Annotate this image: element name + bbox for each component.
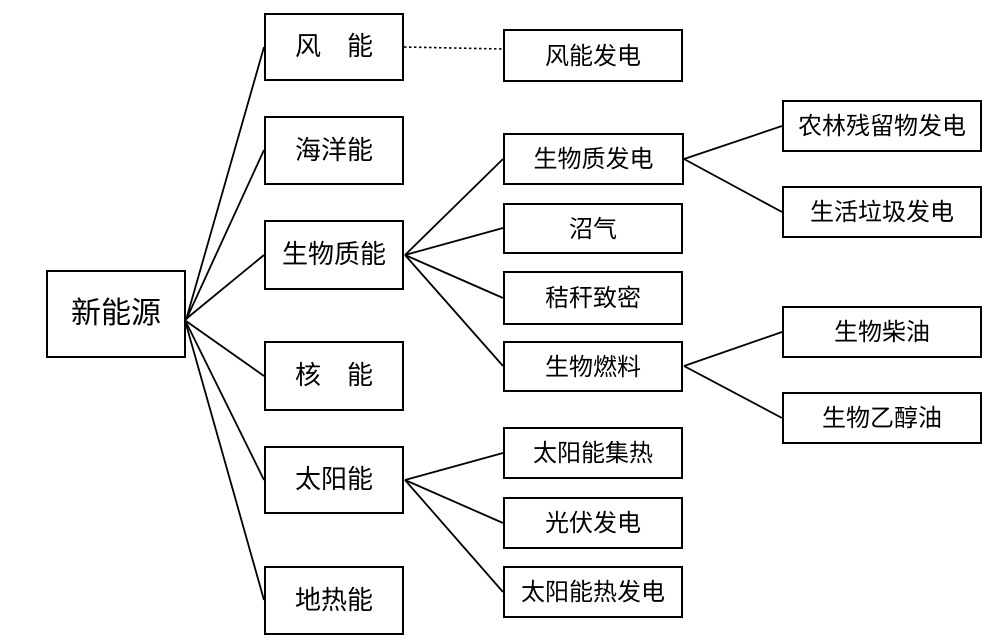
edge-biopower-waste [683, 158, 783, 213]
edge-root-solar [185, 321, 265, 481]
node-wind-energy: 风 能 [264, 13, 404, 81]
node-biomass-power: 生物质发电 [503, 133, 684, 185]
edge-biomass-straw [404, 254, 504, 299]
node-bioethanol-oil: 生物乙醇油 [782, 392, 982, 444]
edge-biomass-biopower [404, 158, 504, 256]
node-nuclear-energy: 核 能 [264, 341, 404, 411]
edge-root-nuclear [185, 320, 265, 377]
edge-biopower-agro [683, 125, 783, 160]
node-solar-energy: 太阳能 [264, 446, 404, 514]
node-solar-thermal-power: 太阳能热发电 [503, 566, 683, 618]
edge-root-wind [185, 46, 265, 321]
node-straw-densification: 秸秆致密 [503, 271, 683, 325]
node-ocean-energy: 海洋能 [264, 116, 404, 185]
edge-biofuel-biodiesel [683, 331, 783, 367]
edge-root-geothermal [185, 323, 265, 601]
node-solar-heat-collection: 太阳能集热 [503, 427, 683, 479]
node-photovoltaic-power: 光伏发电 [503, 497, 683, 549]
edge-solar-thermalpower [404, 479, 504, 593]
node-geothermal-energy: 地热能 [264, 566, 404, 635]
edge-root-biomass [185, 254, 265, 320]
edge-solar-collect [404, 452, 504, 481]
edge-solar-pv [404, 479, 504, 524]
edge-root-ocean [185, 149, 265, 321]
node-biogas: 沼气 [503, 203, 683, 254]
node-new-energy: 新能源 [46, 270, 186, 358]
edge-biomass-biogas [404, 227, 504, 256]
node-biomass-energy: 生物质能 [264, 220, 404, 290]
edge-biofuel-bioethanol [683, 365, 783, 419]
node-biodiesel: 生物柴油 [782, 306, 982, 358]
node-agroforestry-residue-power: 农林残留物发电 [782, 100, 982, 152]
edge-wind-windpower [403, 46, 504, 50]
node-biofuel: 生物燃料 [503, 341, 683, 392]
node-municipal-waste-power: 生活垃圾发电 [782, 186, 982, 238]
node-wind-power-generation: 风能发电 [503, 29, 683, 82]
edge-biomass-biofuel [404, 254, 504, 367]
